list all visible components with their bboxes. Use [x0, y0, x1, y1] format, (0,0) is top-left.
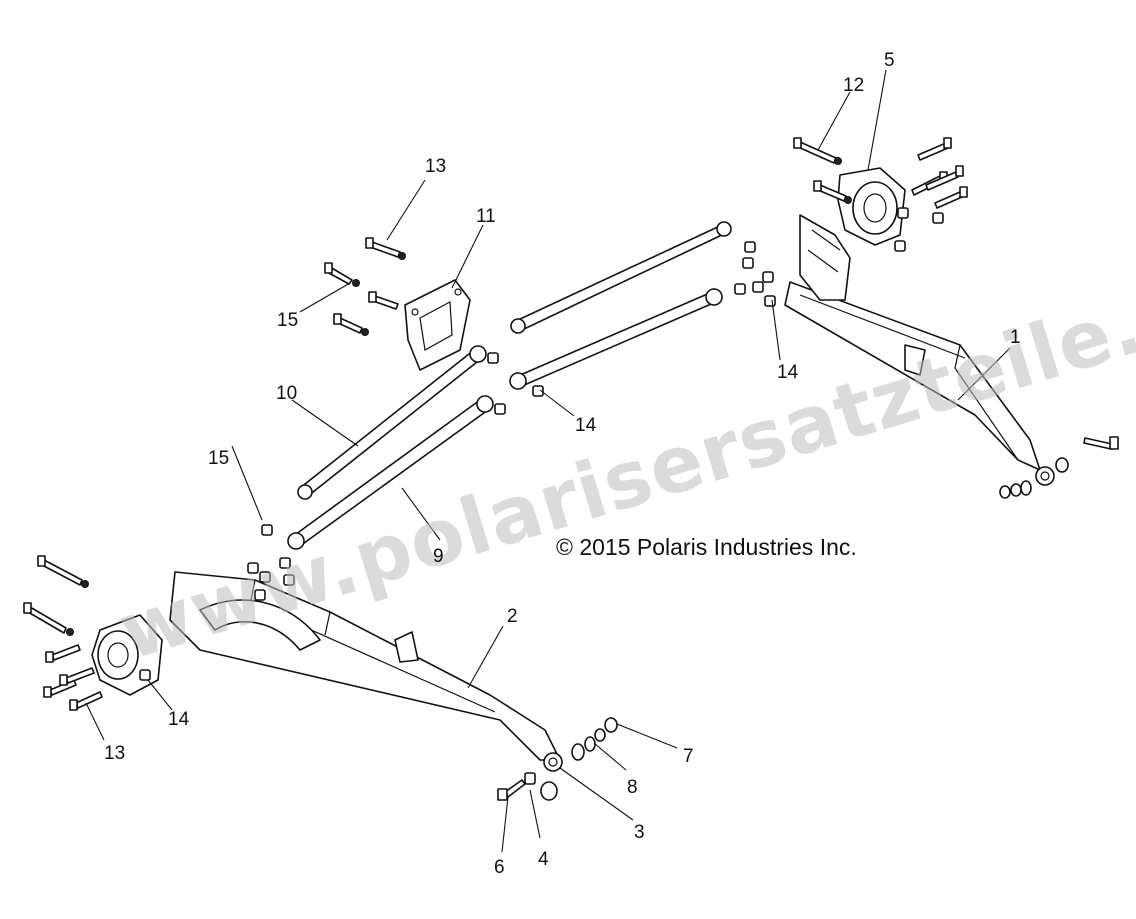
callout-14-right: 14 — [777, 362, 799, 383]
watermark-text: www.polarisersatzteile.de — [109, 249, 1136, 678]
right-trailing-arm — [784, 214, 1055, 486]
callout-2: 2 — [507, 606, 518, 627]
callout-9: 9 — [433, 546, 444, 567]
rod-10 — [297, 345, 487, 500]
callout-15-top: 15 — [277, 310, 298, 331]
copyright-text: © 2015 Polaris Industries Inc. — [556, 534, 857, 560]
callout-11: 11 — [476, 206, 496, 227]
callout-14-left: 14 — [168, 709, 190, 730]
callout-4: 4 — [538, 849, 549, 870]
right-bearing-carrier — [837, 167, 906, 246]
leader-lines — [85, 69, 1011, 853]
callout-labels: 1 2 3 4 5 6 7 8 9 10 11 12 13 13 14 14 1… — [104, 50, 1021, 878]
lower-right-rod — [509, 288, 723, 390]
callout-14-middle: 14 — [575, 415, 597, 436]
callout-7: 7 — [683, 746, 694, 767]
callout-8: 8 — [627, 777, 638, 798]
callout-13-bottom: 13 — [104, 743, 125, 764]
upper-right-rod — [510, 221, 732, 334]
left-trailing-arm — [169, 571, 563, 772]
callout-3: 3 — [634, 822, 645, 843]
callout-6: 6 — [494, 857, 505, 878]
callout-10: 10 — [276, 383, 297, 404]
rod-9 — [287, 395, 494, 550]
bolts — [23, 137, 1119, 801]
bracket-plate — [404, 279, 471, 371]
callout-1: 1 — [1010, 327, 1021, 348]
callout-13-top: 13 — [425, 156, 446, 177]
callout-15-left: 15 — [208, 448, 229, 469]
callout-12: 12 — [843, 75, 864, 96]
callout-5: 5 — [884, 50, 895, 71]
